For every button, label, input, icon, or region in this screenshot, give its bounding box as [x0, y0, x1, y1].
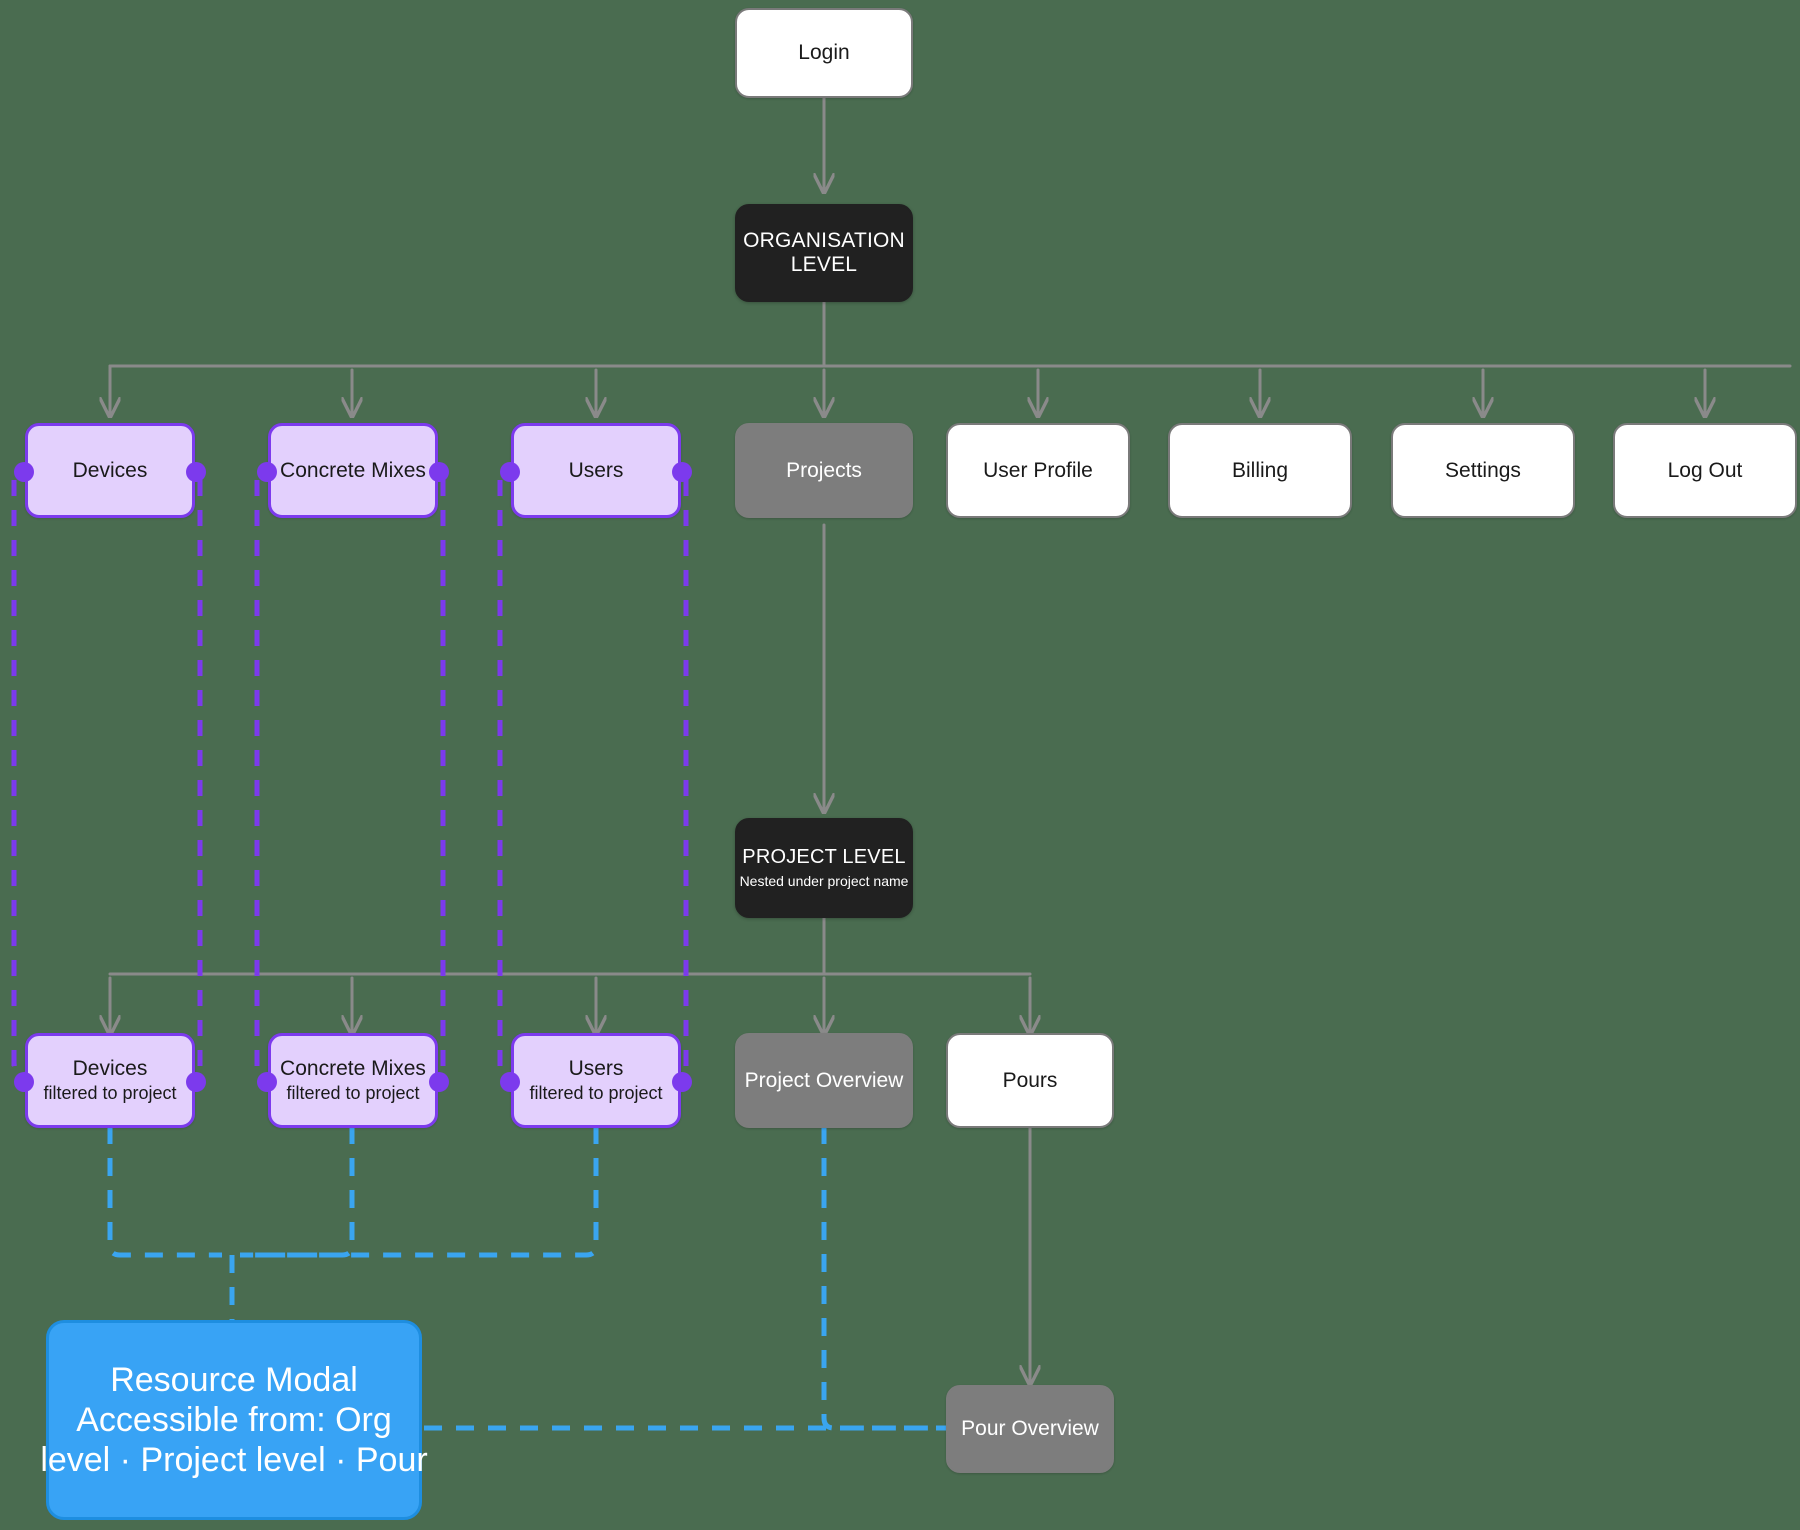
- resource-modal-line-1: Resource Modal: [110, 1360, 358, 1399]
- node-pour-overview[interactable]: Pour Overview: [946, 1385, 1114, 1473]
- node-log-out-label: Log Out: [1667, 458, 1743, 482]
- handle-org-devices-right[interactable]: [186, 462, 206, 482]
- purple-resource-edges: [11, 480, 689, 1077]
- node-org-projects-label: Projects: [786, 458, 862, 482]
- node-billing-label: Billing: [1231, 458, 1289, 482]
- node-pour-overview-label: Pour Overview: [961, 1417, 1099, 1440]
- handle-project-users-right[interactable]: [672, 1072, 692, 1092]
- node-project-devices-sublabel: filtered to project: [43, 1083, 177, 1103]
- handle-org-concrete-mixes-left[interactable]: [257, 462, 277, 482]
- node-user-profile-label: User Profile: [983, 458, 1093, 482]
- node-project-devices-label: Devices: [72, 1057, 148, 1080]
- node-user-profile[interactable]: User Profile: [946, 423, 1130, 518]
- node-project-concrete-mixes-label: Concrete Mixes: [280, 1057, 426, 1080]
- resource-modal-line-3: level · Project level · Pour: [40, 1441, 428, 1480]
- node-project-users-label: Users: [568, 1057, 624, 1080]
- node-project-concrete-mixes-sublabel: filtered to project: [286, 1083, 420, 1103]
- node-pours[interactable]: Pours: [946, 1033, 1114, 1128]
- node-project-level[interactable]: PROJECT LEVEL Nested under project name: [735, 818, 913, 918]
- node-organisation-level[interactable]: ORGANISATION LEVEL: [735, 204, 913, 302]
- node-org-devices-label: Devices: [72, 458, 148, 482]
- node-settings-label: Settings: [1445, 458, 1521, 482]
- node-resource-modal[interactable]: Resource Modal Accessible from: Org leve…: [40, 1320, 428, 1520]
- resource-modal-line-2: Accessible from: Org: [76, 1400, 392, 1439]
- node-project-users-sublabel: filtered to project: [529, 1083, 663, 1103]
- handle-org-devices-left[interactable]: [14, 462, 34, 482]
- handle-project-concrete-mixes-left[interactable]: [257, 1072, 277, 1092]
- node-project-level-sublabel: Nested under project name: [739, 872, 909, 889]
- node-project-devices[interactable]: Devices filtered to project: [25, 1033, 195, 1128]
- node-login-label: Login: [798, 41, 850, 64]
- node-project-concrete-mixes[interactable]: Concrete Mixes filtered to project: [268, 1033, 438, 1128]
- handle-project-concrete-mixes-right[interactable]: [429, 1072, 449, 1092]
- node-org-users-label: Users: [568, 458, 624, 482]
- handle-org-concrete-mixes-right[interactable]: [429, 462, 449, 482]
- node-project-overview-label: Project Overview: [744, 1068, 904, 1092]
- node-org-concrete-mixes-label: Concrete Mixes: [280, 458, 426, 482]
- node-org-users[interactable]: Users: [511, 423, 681, 518]
- node-organisation-level-label: ORGANISATION LEVEL: [743, 229, 905, 276]
- node-project-users[interactable]: Users filtered to project: [511, 1033, 681, 1128]
- node-org-devices[interactable]: Devices: [25, 423, 195, 518]
- node-settings[interactable]: Settings: [1391, 423, 1575, 518]
- node-org-concrete-mixes[interactable]: Concrete Mixes: [268, 423, 438, 518]
- handle-org-users-right[interactable]: [672, 462, 692, 482]
- node-pours-label: Pours: [1002, 1068, 1058, 1092]
- handle-project-users-left[interactable]: [500, 1072, 520, 1092]
- handle-project-devices-right[interactable]: [186, 1072, 206, 1092]
- node-project-overview[interactable]: Project Overview: [735, 1033, 913, 1128]
- handle-org-users-left[interactable]: [500, 462, 520, 482]
- node-log-out[interactable]: Log Out: [1613, 423, 1797, 518]
- node-project-level-label: PROJECT LEVEL: [742, 845, 906, 868]
- node-org-projects[interactable]: Projects: [735, 423, 913, 518]
- handle-project-devices-left[interactable]: [14, 1072, 34, 1092]
- node-billing[interactable]: Billing: [1168, 423, 1352, 518]
- node-login[interactable]: Login: [735, 8, 913, 98]
